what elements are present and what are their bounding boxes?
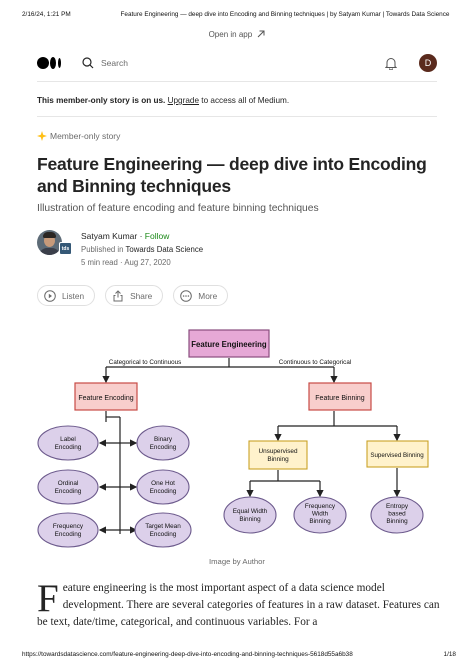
edge-label-cont-to-cat: Continuous to Categorical [279, 359, 351, 366]
print-timestamp: 2/16/24, 1:21 PM [22, 11, 71, 18]
drop-cap: F [37, 577, 59, 620]
search-input[interactable]: Search [82, 57, 128, 69]
search-placeholder: Search [101, 58, 128, 68]
top-navigation-bar: Search D [37, 51, 437, 75]
print-page-title: Feature Engineering — deep dive into Enc… [120, 11, 450, 18]
divider [37, 116, 437, 117]
node-feature-binning: Feature Binning [308, 382, 372, 411]
story-title: Feature Engineering — deep dive into Enc… [37, 154, 427, 196]
user-avatar[interactable]: D [419, 54, 437, 72]
node-feature-engineering: Feature Engineering [188, 329, 270, 358]
member-only-badge: Member-only story [37, 131, 120, 141]
article-paragraph: eature engineering is the most important… [37, 582, 440, 628]
node-supervised-binning: Supervised Binning [366, 440, 429, 468]
play-icon [44, 289, 56, 302]
search-icon [82, 57, 94, 69]
svg-text:Feature Binning: Feature Binning [315, 395, 365, 402]
svg-text:Supervised Binning: Supervised Binning [370, 452, 424, 459]
read-time: 5 min read [81, 258, 118, 267]
author-info: Satyam Kumar · Follow Published in Towar… [81, 231, 204, 267]
figure-caption: Image by Author [209, 557, 265, 566]
more-button[interactable]: More [173, 285, 229, 306]
print-url: https://towardsdatascience.com/feature-e… [22, 651, 353, 658]
node-feature-encoding: Feature Encoding [74, 382, 138, 411]
divider [37, 81, 437, 82]
author-avatar[interactable] [37, 230, 62, 255]
medium-logo-icon[interactable] [37, 57, 64, 69]
member-banner: This member-only story is on us. Upgrade… [37, 96, 289, 105]
story-subtitle: Illustration of feature encoding and fea… [37, 203, 319, 214]
upgrade-link[interactable]: Upgrade [167, 96, 200, 105]
more-dots-icon [180, 289, 193, 302]
publish-date: Aug 27, 2020 [124, 258, 171, 267]
print-page-number: 1/18 [443, 651, 456, 658]
author-name[interactable]: Satyam Kumar [81, 231, 138, 241]
svg-text:Feature Encoding: Feature Encoding [78, 395, 133, 402]
follow-button[interactable]: Follow [144, 231, 170, 241]
bell-icon [385, 57, 397, 70]
notifications-button[interactable] [385, 57, 397, 70]
star-icon [37, 131, 47, 141]
feature-engineering-diagram: Feature Engineering Categorical to Conti… [37, 329, 429, 548]
open-in-app-link[interactable]: Open in app [0, 30, 474, 39]
share-icon [113, 289, 123, 301]
print-header: 2/16/24, 1:21 PM Feature Engineering — d… [22, 11, 456, 18]
author-row: Satyam Kumar · Follow Published in Towar… [37, 230, 203, 269]
arrow-up-right-icon [258, 30, 265, 38]
share-button[interactable]: Share [105, 285, 164, 306]
open-in-app-label: Open in app [208, 30, 253, 39]
banner-prefix: This member-only story is on us. [37, 96, 166, 105]
banner-suffix: to access all of Medium. [199, 96, 290, 105]
member-only-label: Member-only story [50, 131, 121, 141]
print-footer: https://towardsdatascience.com/feature-e… [22, 651, 456, 658]
edge-label-cat-to-cont: Categorical to Continuous [109, 359, 181, 366]
publication-badge[interactable]: tds [59, 242, 72, 255]
publication-link[interactable]: Towards Data Science [125, 245, 204, 254]
story-actions: Listen Share More [37, 285, 238, 306]
listen-button[interactable]: Listen [37, 285, 96, 306]
svg-text:Feature Engineering: Feature Engineering [191, 340, 267, 349]
